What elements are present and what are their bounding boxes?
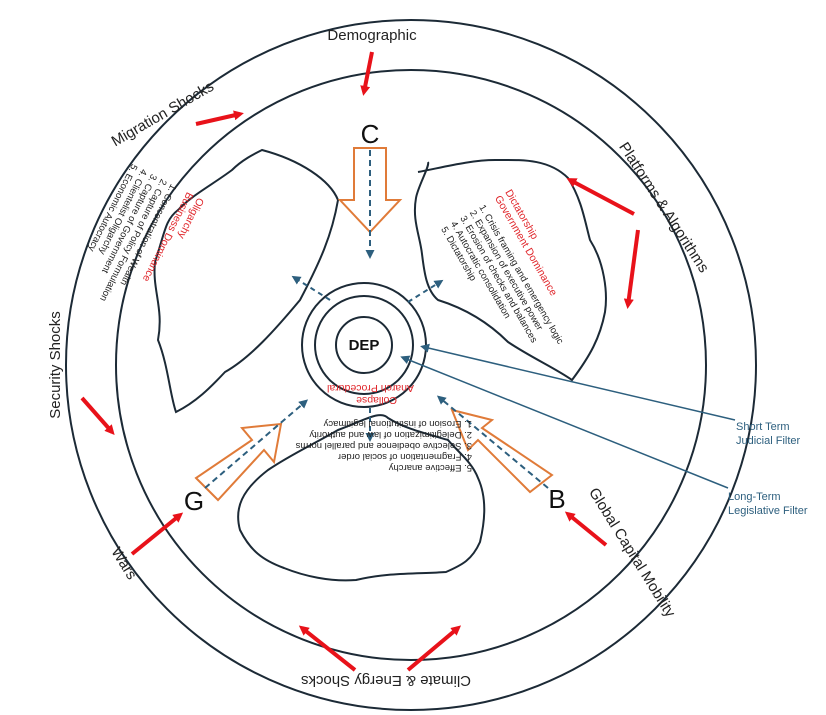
- hollow-arrow-b: [450, 408, 554, 494]
- anarchy-item-5: 5. Effective anarchy: [388, 462, 472, 473]
- dashed-out-left: [291, 275, 331, 301]
- shock-arrow-migration: [195, 110, 244, 126]
- label-climate-energy-shocks: Climate & Energy Shocks: [301, 672, 471, 689]
- dashed-arrow-b: [436, 395, 549, 489]
- anarchy-text-group: 5. Effective anarchy 4. Fragmentation of…: [295, 382, 472, 473]
- shock-arrow-demographic: [360, 51, 374, 96]
- shock-arrow-climate-2: [406, 625, 462, 672]
- shock-arrow-platforms-1: [566, 178, 635, 216]
- label-demographic: Demographic: [327, 27, 417, 44]
- anarchy-item-4: 4. Fragmentation of social order: [338, 451, 472, 462]
- long-term-line1: Long-Term: [728, 491, 781, 503]
- short-term-line2: Judicial Filter: [736, 435, 801, 447]
- anarchy-region: [237, 414, 486, 582]
- anarchy-title2: Collapse: [356, 394, 397, 406]
- letter-b: B: [548, 484, 565, 514]
- letter-c: C: [361, 119, 380, 149]
- anarchy-item-3: 3. Selective obedience and parallel norm…: [295, 440, 472, 451]
- oligarchy-region: [153, 148, 340, 414]
- shock-arrow-climate-1: [298, 625, 357, 672]
- inner-ring: [115, 69, 707, 661]
- dictatorship-region: [413, 158, 607, 382]
- long-term-filter-line: [400, 355, 729, 489]
- short-term-line1: Short Term: [736, 421, 790, 433]
- dashed-out-right: [407, 279, 444, 303]
- center-label: DEP: [349, 337, 380, 354]
- shock-arrow-wars: [130, 512, 184, 556]
- letter-g: G: [184, 486, 204, 516]
- short-term-filter-line: [420, 343, 736, 421]
- label-platforms-algorithms: Platforms & Algorithms: [615, 139, 712, 276]
- anarchy-title1: Anarch Procedural: [327, 382, 414, 394]
- dashed-arrow-g: [204, 399, 309, 489]
- shock-arrow-capital: [564, 511, 608, 547]
- label-security-shocks: Security Shocks: [47, 311, 64, 419]
- hollow-arrow-g: [194, 422, 283, 502]
- anarchy-item-2: 2. Delegitimization of law and authority: [309, 429, 472, 440]
- center-ring-inner: [335, 316, 393, 374]
- shock-arrow-platforms-2: [623, 229, 640, 309]
- shock-arrow-security: [80, 396, 115, 435]
- hollow-arrow-c: [337, 147, 403, 234]
- outer-ring: [65, 19, 757, 711]
- long-term-line2: Legislative Filter: [728, 505, 808, 517]
- label-global-capital-mobility: Global Capital Mobility: [585, 485, 679, 621]
- label-migration-shocks: Migration Shocks: [109, 78, 217, 150]
- anarchy-item-1: 1. Erosion of institutional legitimacy: [323, 418, 472, 429]
- center-ring-middle: [314, 295, 414, 395]
- dictatorship-text-group: Dictatorship Government Dominance 1. Cri…: [438, 188, 565, 347]
